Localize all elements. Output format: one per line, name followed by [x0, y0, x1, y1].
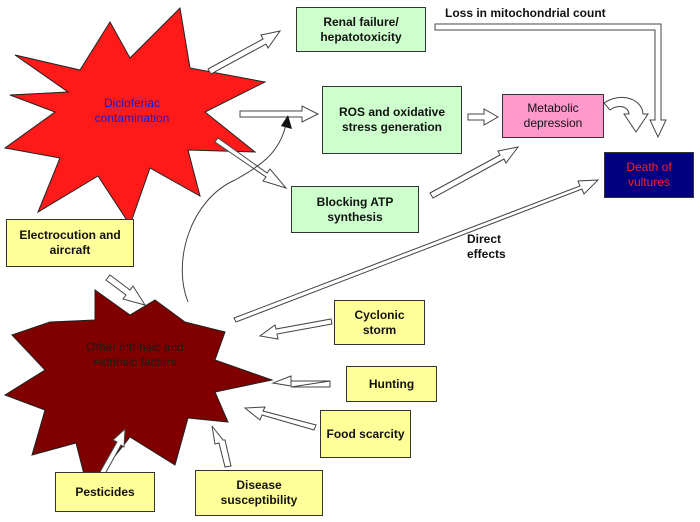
arrow-electrocution-to-factors	[105, 274, 147, 306]
arrow-disease-to-factors	[211, 425, 232, 468]
arrow-pesticides-to-factors	[99, 427, 126, 475]
disease-susceptibility-box: Disease susceptibility	[195, 470, 323, 516]
arrow-diclofenac-to-ros	[239, 105, 320, 123]
electrocution-box: Electrocution and aircraft	[6, 219, 134, 267]
mitochondrial-loss-label: Loss in mitochondrial count	[445, 6, 606, 20]
ros-box: ROS and oxidative stress generation	[322, 86, 462, 154]
other-factors-label: Other intrinsic and extrinsic factors	[86, 340, 184, 369]
arrow-factors-to-ros-head	[281, 115, 292, 129]
other-factors-starburst	[3, 289, 274, 492]
food-scarcity-box: Food scarcity	[320, 410, 411, 458]
renal-failure-box: Renal failure/ hepatotoxicity	[296, 7, 426, 52]
death-of-vultures-box: Death of vultures	[604, 152, 694, 198]
hunting-box: Hunting	[346, 366, 437, 402]
arrow-renal-to-death	[434, 23, 667, 139]
arrow-metabolic-to-death	[603, 96, 649, 133]
metabolic-depression-box: Metabolic depression	[502, 94, 604, 138]
arrow-direct-effects	[233, 179, 600, 323]
arrow-ros-to-metabolic	[467, 108, 500, 126]
direct-effects-label: Direct effects	[467, 232, 506, 261]
arrow-cyclonic-to-factors	[258, 318, 333, 340]
arrow-factors-to-ros	[181, 123, 287, 303]
arrow-hunting-to-factors	[271, 375, 331, 388]
arrow-diclofenac-to-atp	[214, 137, 288, 189]
atp-box: Blocking ATP synthesis	[291, 186, 419, 233]
arrow-atp-to-metabolic	[429, 146, 520, 199]
pesticides-box: Pesticides	[55, 472, 155, 512]
cyclonic-storm-box: Cyclonic storm	[334, 300, 425, 345]
diclofenac-starburst	[3, 6, 267, 227]
diclofenac-label: Diclofenac contamination	[94, 96, 170, 125]
arrow-food-to-factors	[243, 406, 317, 431]
arrow-diclofenac-to-renal	[207, 30, 282, 75]
